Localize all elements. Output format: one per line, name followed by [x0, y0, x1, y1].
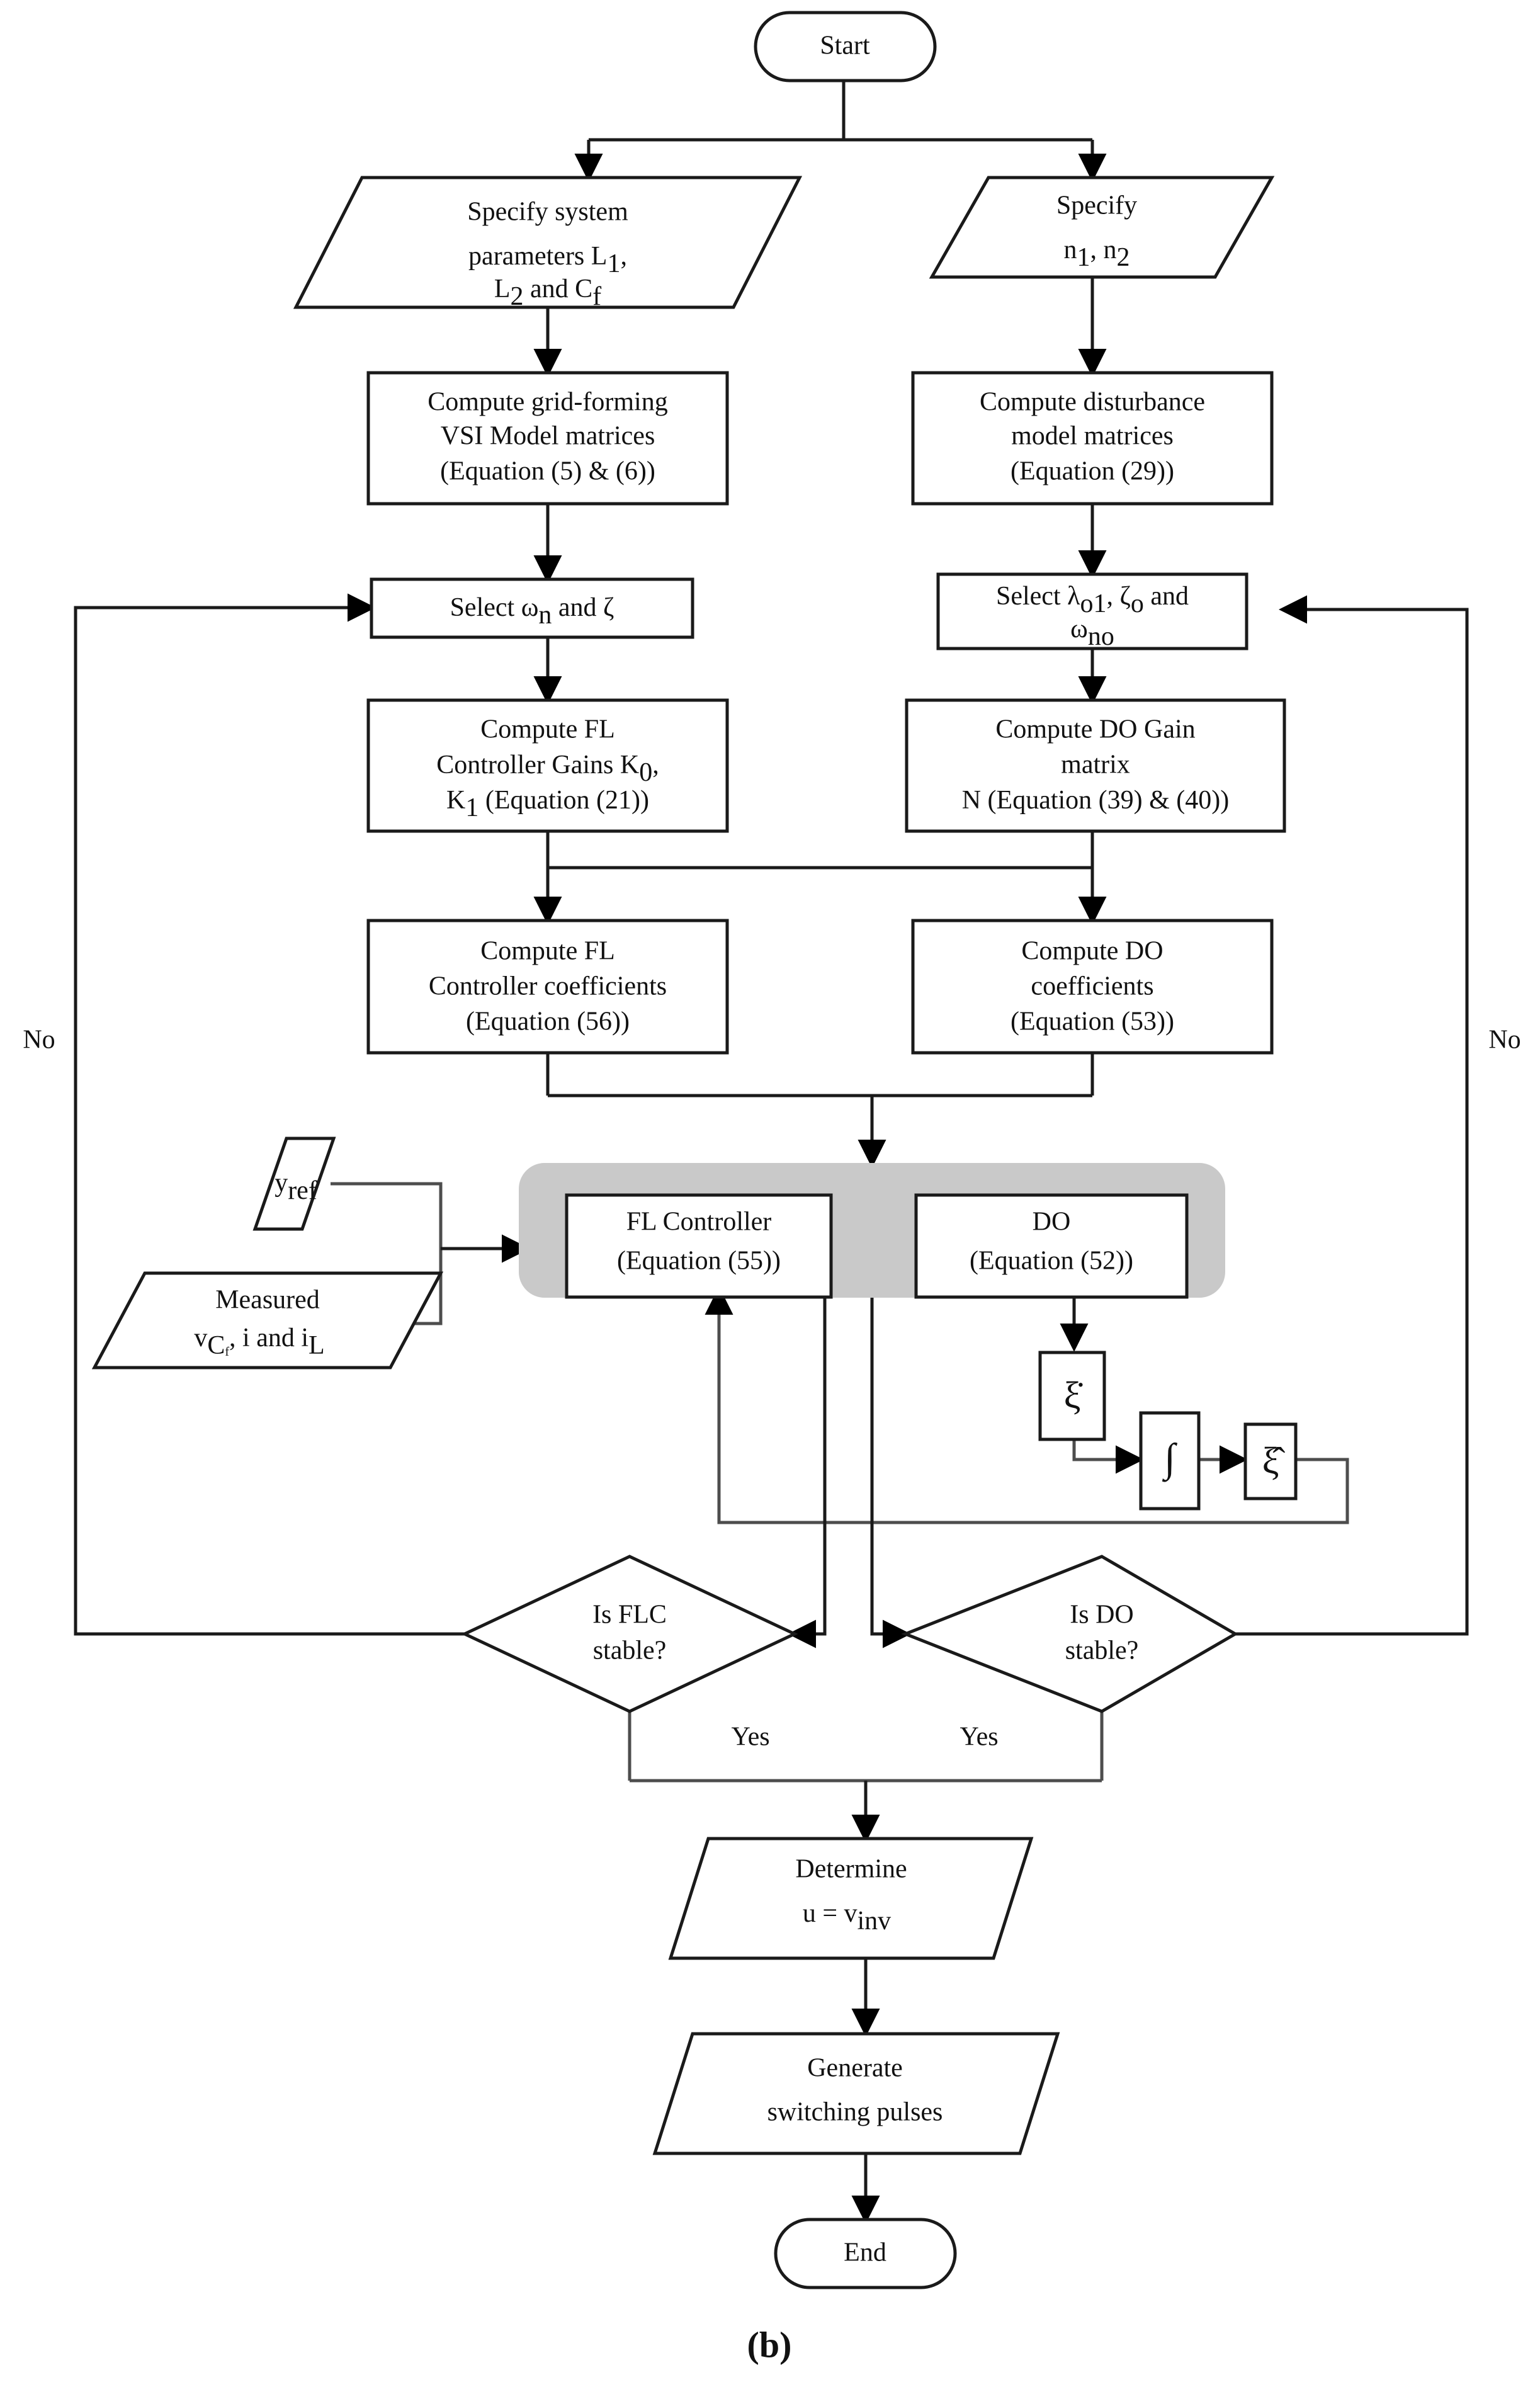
node-do-line1: DO	[1033, 1208, 1071, 1237]
node-generate-pulses-line2: switching pulses	[767, 2098, 943, 2127]
node-integrator[interactable]: ∫	[1139, 1411, 1201, 1511]
node-generate-pulses-line1: Generate	[807, 2054, 903, 2083]
node-specify-system-line2: parameters L1,	[468, 242, 627, 278]
node-integrator-label: ∫	[1162, 1436, 1177, 1483]
edge-label-no-left: No	[23, 1026, 55, 1055]
node-compute-vsi-line1: Compute grid-forming	[427, 388, 667, 417]
node-select-lambda-line2: ωno	[1070, 615, 1114, 651]
node-compute-disturbance-line1: Compute disturbance	[980, 388, 1205, 417]
node-compute-vsi-line3: (Equation (5) & (6))	[440, 457, 655, 486]
node-is-do-stable[interactable]: Is DO stable?	[901, 1555, 1238, 1713]
node-compute-do-gain-line1: Compute DO Gain	[995, 715, 1195, 744]
node-specify-system-line1: Specify system	[467, 198, 628, 227]
node-compute-do-gain[interactable]: Compute DO Gain matrix N (Equation (39) …	[905, 698, 1286, 833]
node-fl-controller[interactable]: FL Controller (Equation (55))	[565, 1193, 833, 1299]
node-compute-do-coeff-line1: Compute DO	[1021, 937, 1163, 966]
node-xi-hat[interactable]: ξ̂	[1243, 1422, 1298, 1500]
node-select-lambda-line1: Select λo1, ζo and	[996, 582, 1189, 618]
node-measured[interactable]: Measured vCf, i and iL	[91, 1271, 444, 1369]
node-compute-do-coeff-line3: (Equation (53))	[1011, 1007, 1174, 1036]
node-specify-n[interactable]: Specify n1, n2	[929, 176, 1275, 279]
node-generate-pulses[interactable]: Generate switching pulses	[652, 2032, 1060, 2155]
node-measured-line1: Measured	[215, 1286, 320, 1315]
edge-label-yes-right: Yes	[960, 1723, 998, 1752]
node-determine-u[interactable]: Determine u = vinv	[668, 1837, 1034, 1960]
node-compute-fl-gains-line3: K1 (Equation (21))	[446, 786, 649, 822]
node-compute-vsi-line2: VSI Model matrices	[441, 422, 655, 451]
node-compute-fl-gains[interactable]: Compute FL Controller Gains K0, K1 (Equa…	[366, 698, 729, 833]
node-compute-do-gain-line3: N (Equation (39) & (40))	[962, 786, 1230, 815]
node-end-label: End	[844, 2238, 886, 2267]
node-do[interactable]: DO (Equation (52))	[914, 1193, 1189, 1299]
node-determine-u-line2: u = vinv	[803, 1899, 891, 1936]
node-compute-do-coeff-line2: coefficients	[1031, 972, 1153, 1001]
node-compute-fl-coeff-line3: (Equation (56))	[466, 1007, 630, 1036]
node-is-flc-stable-line1: Is FLC	[592, 1601, 667, 1630]
node-compute-do-gain-line2: matrix	[1061, 751, 1130, 780]
node-specify-n-line1: Specify	[1056, 191, 1137, 220]
node-compute-vsi[interactable]: Compute grid-forming VSI Model matrices …	[366, 371, 729, 506]
edge-label-no-right: No	[1488, 1026, 1520, 1055]
node-determine-u-line1: Determine	[795, 1855, 907, 1884]
edge-fl-controller-to-flc-decision	[787, 1297, 827, 1648]
node-compute-fl-coeff[interactable]: Compute FL Controller coefficients (Equa…	[366, 919, 729, 1055]
node-specify-n-line2: n1, n2	[1064, 235, 1130, 272]
node-specify-system-line3: L2 and Cf	[494, 275, 601, 311]
node-start[interactable]: Start	[754, 11, 937, 82]
node-compute-do-coeff[interactable]: Compute DO coefficients (Equation (53))	[911, 919, 1274, 1055]
node-xi-dot[interactable]: ξ̇	[1038, 1351, 1106, 1441]
node-compute-disturbance-line2: model matrices	[1011, 422, 1174, 451]
node-is-do-stable-line2: stable?	[1065, 1636, 1139, 1665]
node-end[interactable]: End	[774, 2218, 957, 2289]
node-specify-system[interactable]: Specify system parameters L1, L2 and Cf	[293, 176, 803, 311]
node-start-label: Start	[820, 31, 870, 60]
node-select-wn[interactable]: Select ωn and ζ	[370, 577, 694, 639]
figure-caption: (b)	[747, 2324, 792, 2365]
edge-xidot-to-integrator	[1072, 1439, 1145, 1474]
node-y-ref-label: yref	[275, 1169, 317, 1205]
node-select-lambda[interactable]: Select λo1, ζo and ωno	[936, 572, 1248, 651]
edge-do-to-do-decision	[870, 1297, 912, 1648]
node-do-line2: (Equation (52))	[970, 1247, 1133, 1276]
node-fl-controller-line1: FL Controller	[626, 1208, 772, 1237]
node-compute-disturbance-line3: (Equation (29))	[1011, 457, 1174, 486]
node-is-do-stable-line1: Is DO	[1070, 1601, 1134, 1630]
node-xi-dot-label: ξ̇	[1064, 1375, 1084, 1416]
node-compute-fl-coeff-line1: Compute FL	[480, 937, 615, 966]
node-compute-fl-coeff-line2: Controller coefficients	[429, 972, 667, 1001]
edge-flc-no-to-select-wn	[74, 593, 469, 1636]
node-is-flc-stable[interactable]: Is FLC stable?	[461, 1555, 798, 1713]
node-select-wn-label: Select ωn and ζ	[450, 593, 614, 630]
node-is-flc-stable-line2: stable?	[593, 1636, 667, 1665]
node-fl-controller-line2: (Equation (55))	[617, 1247, 781, 1276]
node-measured-line2: vCf, i and iL	[194, 1324, 324, 1360]
edge-yref-to-junction	[331, 1182, 443, 1249]
node-y-ref[interactable]: yref	[252, 1137, 336, 1231]
edge-do-no-to-select-lambda	[1231, 595, 1469, 1636]
edge-label-yes-left: Yes	[731, 1723, 769, 1752]
node-compute-fl-gains-line1: Compute FL	[480, 715, 615, 744]
node-compute-fl-gains-line2: Controller Gains K0,	[436, 751, 659, 787]
connector-layer	[74, 81, 1469, 2225]
node-compute-disturbance[interactable]: Compute disturbance model matrices (Equa…	[911, 371, 1274, 506]
edge-xihat-feedback-to-fl-controller	[705, 1286, 1349, 1524]
